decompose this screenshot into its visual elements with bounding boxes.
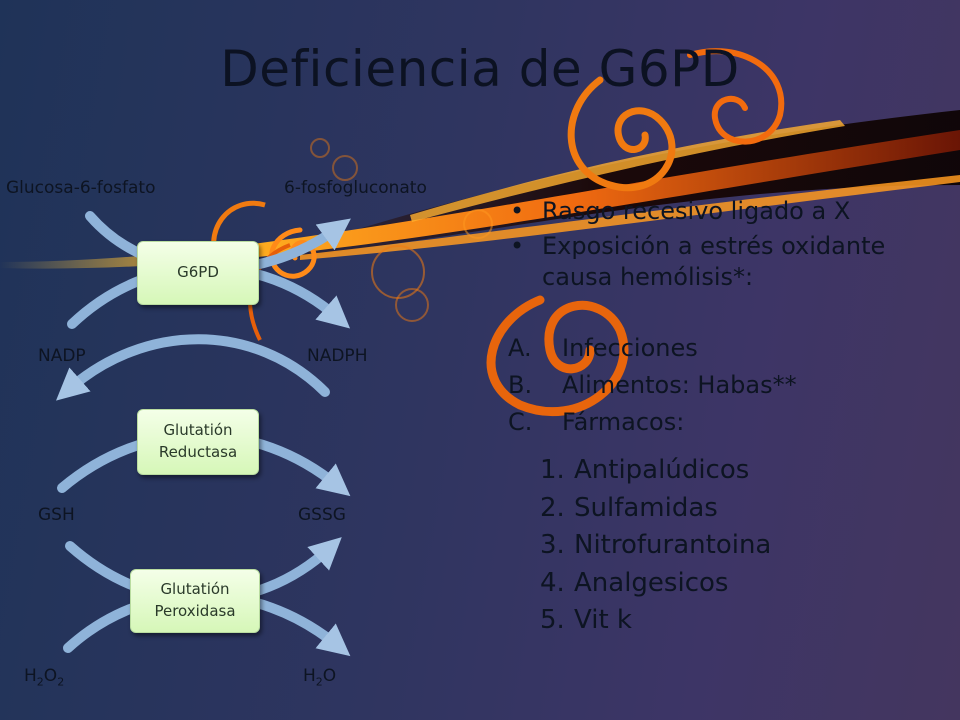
- label-hydrogen-peroxide: H2O2: [24, 666, 65, 689]
- cause-item: A.Infecciones: [508, 334, 698, 362]
- slide-title: Deficiencia de G6PD: [220, 40, 740, 98]
- label-glucose-6-phosphate: Glucosa-6-fosfato: [6, 178, 156, 198]
- arrow-nadph-to-nadp: [55, 334, 330, 401]
- label-water: H2O: [303, 666, 337, 689]
- orange-streak-2: [300, 175, 960, 260]
- causes-list: A.Infecciones B.Alimentos: Habas** C.Fár…: [508, 334, 797, 445]
- drug-item: 4.Analgesicos: [540, 567, 729, 598]
- swirl-ring-5: [310, 138, 330, 158]
- drug-item: 1.Antipalúdicos: [540, 455, 750, 485]
- cause-item: C.Fármacos:: [508, 408, 685, 436]
- swirl-ring-3: [463, 209, 493, 239]
- label-nadp: NADP: [38, 346, 86, 366]
- spiral-large: [567, 76, 676, 192]
- bullet-list: •Rasgo recesivo ligado a X •Exposición a…: [510, 196, 950, 298]
- spiral-small: [269, 227, 317, 279]
- drug-item: 2.Sulfamidas: [540, 492, 718, 523]
- drug-item: 3.Nitrofurantoina: [540, 530, 772, 560]
- orange-streak-3: [410, 120, 845, 222]
- bullet-item: •Rasgo recesivo ligado a X: [510, 197, 851, 225]
- drugs-list: 1.Antipalúdicos 2.Sulfamidas 3.Nitrofura…: [540, 455, 771, 643]
- label-gsh: GSH: [38, 505, 75, 525]
- swirl-ring-4: [332, 155, 358, 181]
- swirl-ring-2: [395, 288, 429, 322]
- label-6-phosphogluconate: 6-fosfogluconato: [284, 178, 427, 198]
- bullet-item: •Exposición a estrés oxidante causa hemó…: [510, 232, 886, 292]
- spiral-top: [687, 48, 785, 145]
- label-gssg: GSSG: [298, 505, 346, 525]
- enzyme-g6pd-box: G6PD: [137, 241, 259, 305]
- cause-item: B.Alimentos: Habas**: [508, 371, 797, 399]
- drug-item: 5.Vit k: [540, 605, 632, 635]
- spiral-center: [486, 295, 629, 417]
- label-nadph: NADPH: [307, 346, 368, 366]
